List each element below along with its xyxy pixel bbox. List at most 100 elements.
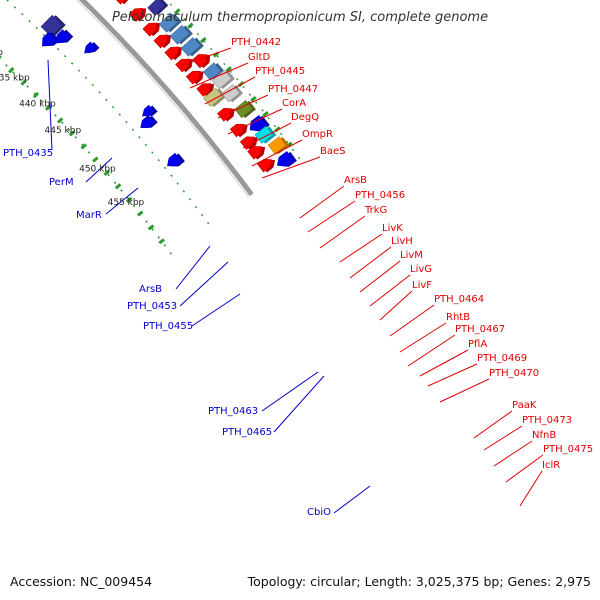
tick-mark: [250, 95, 257, 103]
reverse-gene-label: PTH_0435: [3, 148, 53, 159]
label-line-layer: [47, 47, 544, 514]
reverse-gene-12: [140, 114, 158, 129]
tick-mark: [0, 55, 2, 59]
forward-gene-label: PTH_0473: [522, 415, 572, 426]
forward-gene-35: [221, 84, 244, 103]
forward-gene-25: [169, 24, 193, 45]
forward-gene-37-body: [234, 100, 253, 119]
tick-mark: [225, 66, 232, 73]
reverse-gene-label: PTH_0455: [143, 321, 193, 332]
forward-gene-33: [211, 69, 235, 90]
forward-gene-18: [111, 0, 132, 5]
forward-label-line: [407, 334, 456, 367]
forward-gene-label: TrkG: [364, 205, 387, 216]
tick-mark: [158, 238, 165, 245]
forward-gene-label: NfnB: [532, 430, 556, 441]
forward-gene-label: LivM: [400, 250, 423, 261]
forward-label-line: [399, 322, 447, 353]
tick-mark: [114, 183, 122, 190]
forward-gene-18-shade: [115, 0, 132, 5]
forward-label-line: [419, 349, 469, 377]
forward-label-line: [369, 274, 411, 307]
reverse-gene-13: [167, 152, 185, 167]
tick-mark: [32, 91, 40, 99]
forward-gene-35-body: [221, 84, 240, 103]
scale-label: 430 kbp: [0, 48, 3, 58]
forward-gene-21: [147, 0, 169, 16]
forward-label-line: [179, 47, 232, 67]
reverse-gene-label: ArsB: [139, 284, 162, 295]
reverse-gene-9: [55, 29, 74, 44]
tick-mark: [80, 143, 88, 150]
genome-title: Pelotomaculum thermopropionicum SI, comp…: [111, 10, 489, 25]
forward-label-line: [359, 260, 401, 293]
backbone-layer: [75, 0, 254, 198]
reverse-gene-label: PTH_0453: [127, 301, 177, 312]
tick-mark: [56, 117, 64, 124]
forward-gene-label: PTH_0475: [543, 444, 593, 455]
forward-label-line: [251, 139, 303, 167]
tick-mark: [262, 111, 269, 118]
forward-gene-label: PTH_0464: [434, 294, 484, 305]
reverse-gene-label: PTH_0465: [222, 427, 272, 438]
forward-label-line: [519, 470, 543, 507]
forward-gene-26-body: [164, 46, 179, 61]
reverse-label-line: [333, 485, 371, 514]
forward-gene-label: PflA: [468, 339, 487, 350]
forward-gene-44: [257, 158, 276, 173]
forward-gene-label: LivF: [412, 280, 432, 291]
reverse-gene-11-body: [142, 104, 155, 117]
forward-label-line: [319, 215, 366, 249]
forward-label-line: [204, 76, 256, 105]
forward-gene-label: PTH_0445: [255, 66, 305, 77]
forward-gene-18-body: [111, 0, 128, 5]
forward-label-line: [261, 156, 321, 179]
forward-gene-27-body: [180, 37, 201, 57]
forward-gene-label: PTH_0456: [355, 190, 405, 201]
scale-label: 445 kbp: [45, 126, 82, 136]
forward-label-line: [483, 425, 523, 451]
forward-gene-31-body: [202, 62, 222, 81]
reverse-gene-8-body: [42, 31, 57, 47]
forward-gene-40-body: [239, 136, 255, 150]
tick-mark: [8, 67, 15, 74]
forward-gene-label: CorA: [282, 98, 306, 109]
reverse-label-line: [179, 261, 229, 307]
tick-mark: [92, 156, 99, 163]
forward-gene-label: ArsB: [344, 175, 367, 186]
forward-gene-22-body: [142, 22, 157, 37]
tick-layer: [0, 0, 301, 255]
reverse-gene-13-body: [167, 152, 182, 167]
forward-gene-label: LivG: [410, 264, 432, 275]
reverse-label-line: [105, 187, 139, 215]
forward-gene-45: [276, 151, 297, 167]
forward-gene-24-body: [153, 34, 168, 49]
scale-label: 455 kbp: [108, 198, 145, 208]
reverse-gene-11: [142, 104, 158, 117]
forward-gene-45-body: [276, 151, 294, 167]
forward-gene-20: [128, 7, 147, 22]
forward-gene-42-body: [247, 146, 263, 160]
tick-ring-1: [5, 0, 211, 226]
reverse-gene-label: MarR: [76, 210, 102, 221]
forward-label-line: [299, 185, 345, 219]
forward-gene-label: RhtB: [446, 312, 470, 323]
tick-mark: [200, 36, 207, 44]
forward-label-line: [242, 122, 292, 149]
forward-gene-24: [153, 34, 172, 49]
tick-mark: [212, 51, 220, 58]
forward-gene-39-body: [249, 114, 267, 132]
forward-gene-label: PaaK: [512, 400, 537, 411]
reverse-gene-10-body: [84, 41, 97, 54]
tick-mark: [68, 130, 76, 137]
forward-gene-21-body: [147, 0, 166, 16]
forward-label-line: [307, 200, 356, 233]
forward-gene-label: IclR: [542, 460, 560, 471]
backbone-inner-ring: [75, 0, 250, 198]
tick-ring-2: [165, 0, 301, 160]
forward-gene-label: PTH_0447: [268, 84, 318, 95]
reverse-gene-label: CbiO: [307, 507, 331, 518]
forward-gene-label: BaeS: [320, 146, 346, 157]
forward-label-line: [505, 454, 544, 483]
reverse-label-line: [273, 375, 325, 433]
